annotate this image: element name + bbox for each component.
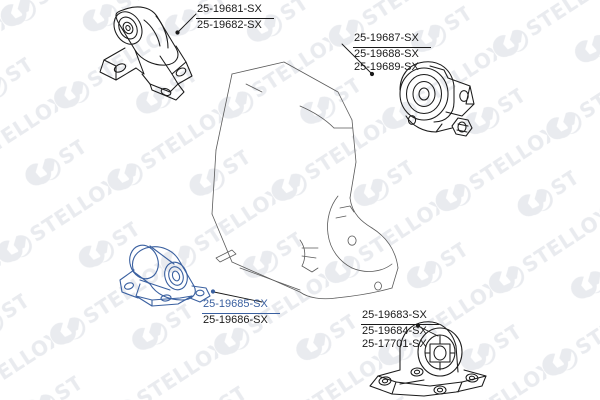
part-number-25-17701-SX[interactable]: 25-17701-SX bbox=[362, 338, 427, 350]
callout-divider-highlight bbox=[202, 313, 280, 314]
mount-bottom-left bbox=[119, 244, 211, 307]
part-number-25-19689-SX[interactable]: 25-19689-SX bbox=[354, 61, 419, 73]
part-number-25-19685-SX[interactable]: 25-19685-SX bbox=[203, 298, 268, 310]
mount-top-right bbox=[399, 61, 475, 137]
leader-anchor-blue bbox=[210, 289, 216, 294]
part-number-25-19684-SX[interactable]: 25-19684-SX bbox=[362, 325, 427, 337]
leader-lines bbox=[177, 13, 439, 337]
part-number-25-19683-SX[interactable]: 25-19683-SX bbox=[362, 309, 427, 321]
part-number-25-19686-SX[interactable]: 25-19686-SX bbox=[203, 314, 268, 326]
leader-anchor-topright bbox=[369, 71, 375, 77]
callout-divider bbox=[353, 47, 431, 48]
callout-divider bbox=[361, 324, 439, 325]
gearbox-housing bbox=[211, 61, 399, 300]
mount-top-left bbox=[99, 6, 193, 101]
mount-bottom-right bbox=[369, 321, 487, 397]
part-number-25-19681-SX[interactable]: 25-19681-SX bbox=[197, 3, 262, 15]
part-number-25-19688-SX[interactable]: 25-19688-SX bbox=[354, 48, 419, 60]
callout-divider bbox=[196, 18, 274, 19]
part-number-25-19682-SX[interactable]: 25-19682-SX bbox=[197, 19, 262, 31]
part-number-25-19687-SX[interactable]: 25-19687-SX bbox=[354, 32, 419, 44]
